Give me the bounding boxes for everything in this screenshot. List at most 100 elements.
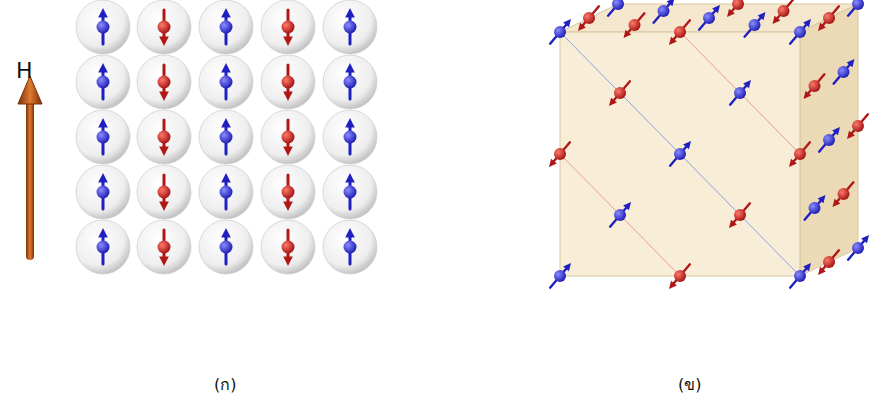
spin-down — [158, 120, 171, 156]
spin-head — [159, 36, 169, 46]
atom-shell — [199, 110, 253, 164]
atom-shell — [323, 55, 377, 109]
spin-head — [159, 201, 169, 211]
spin-shaft — [699, 9, 717, 30]
spin-head — [221, 63, 231, 73]
spin-head — [609, 98, 617, 106]
spin-head — [345, 63, 355, 73]
spin-head — [669, 281, 677, 289]
atom-shell — [199, 55, 253, 109]
spin-up — [550, 263, 571, 288]
atom — [838, 188, 850, 200]
spin-up — [790, 19, 811, 44]
atom-shell — [199, 220, 253, 274]
spin-head — [98, 118, 108, 128]
spin-head — [743, 80, 751, 88]
spin-head — [832, 127, 840, 135]
spin-down — [818, 250, 839, 275]
spin-shaft — [672, 264, 690, 285]
spin-head — [98, 8, 108, 18]
spin-shaft — [805, 199, 823, 220]
spin-down — [804, 74, 825, 99]
atom — [220, 241, 233, 254]
spin-head — [729, 220, 737, 228]
atom — [852, 0, 864, 10]
spin-shaft — [848, 0, 866, 16]
spin-head — [712, 5, 720, 13]
spin-up — [97, 8, 110, 44]
atom-shell — [137, 110, 191, 164]
spin-down — [729, 203, 750, 228]
spin-head — [283, 201, 293, 211]
spin-up — [805, 195, 826, 220]
spin-shaft — [745, 16, 763, 37]
atom — [97, 76, 110, 89]
atom-shell — [76, 220, 130, 274]
atom — [554, 270, 566, 282]
spin-head — [847, 59, 855, 67]
lattice-line — [560, 32, 800, 276]
atom — [554, 26, 566, 38]
atom — [674, 26, 686, 38]
spin-down — [773, 0, 794, 24]
atom-shell — [137, 165, 191, 219]
spin-shaft — [836, 182, 854, 203]
atom-shell — [261, 220, 315, 274]
spin-down — [158, 10, 171, 46]
atom — [809, 80, 821, 92]
spin-shaft — [792, 142, 810, 163]
spin-up — [97, 173, 110, 209]
atom — [838, 66, 850, 78]
spin-down — [847, 114, 868, 139]
atom-shell — [261, 165, 315, 219]
spin-down — [282, 120, 295, 156]
spin-head — [683, 141, 691, 149]
field-arrow — [18, 76, 42, 260]
atom — [97, 241, 110, 254]
spin-head — [804, 91, 812, 99]
atom — [809, 202, 821, 214]
panel-label: (ก) — [214, 372, 236, 397]
atom — [282, 21, 295, 34]
atom-shell — [323, 0, 377, 54]
atom — [794, 148, 806, 160]
atom — [778, 5, 790, 17]
atom — [344, 186, 357, 199]
atom — [220, 76, 233, 89]
spin-head — [667, 0, 675, 6]
atom-shell — [76, 55, 130, 109]
spin-down — [282, 230, 295, 266]
spin-shaft — [850, 114, 868, 135]
spin-head — [789, 159, 797, 167]
atom — [158, 186, 171, 199]
spin-down — [818, 6, 839, 31]
atom — [282, 76, 295, 89]
spin-up — [97, 228, 110, 264]
spin-head — [221, 118, 231, 128]
spin-down — [282, 65, 295, 101]
spin-shaft — [670, 145, 688, 166]
spin-up — [220, 63, 233, 99]
atom — [158, 131, 171, 144]
atom — [749, 19, 761, 31]
spin-shaft — [581, 6, 599, 27]
atom — [614, 209, 626, 221]
atom-shell — [199, 0, 253, 54]
atom-shell — [323, 220, 377, 274]
spin-head — [159, 91, 169, 101]
spin-head — [283, 146, 293, 156]
spin-down — [282, 10, 295, 46]
spin-shaft — [790, 267, 808, 288]
panel-ground — [70, 0, 380, 275]
spin-cube — [549, 0, 869, 289]
spin-head — [669, 37, 677, 45]
atom — [158, 241, 171, 254]
spin-shaft — [552, 142, 570, 163]
spin-down — [727, 0, 748, 17]
spin-head — [803, 263, 811, 271]
atom-shell — [137, 220, 191, 274]
spin-down — [609, 81, 630, 106]
spin-grid — [76, 0, 377, 274]
atom-shell — [76, 165, 130, 219]
